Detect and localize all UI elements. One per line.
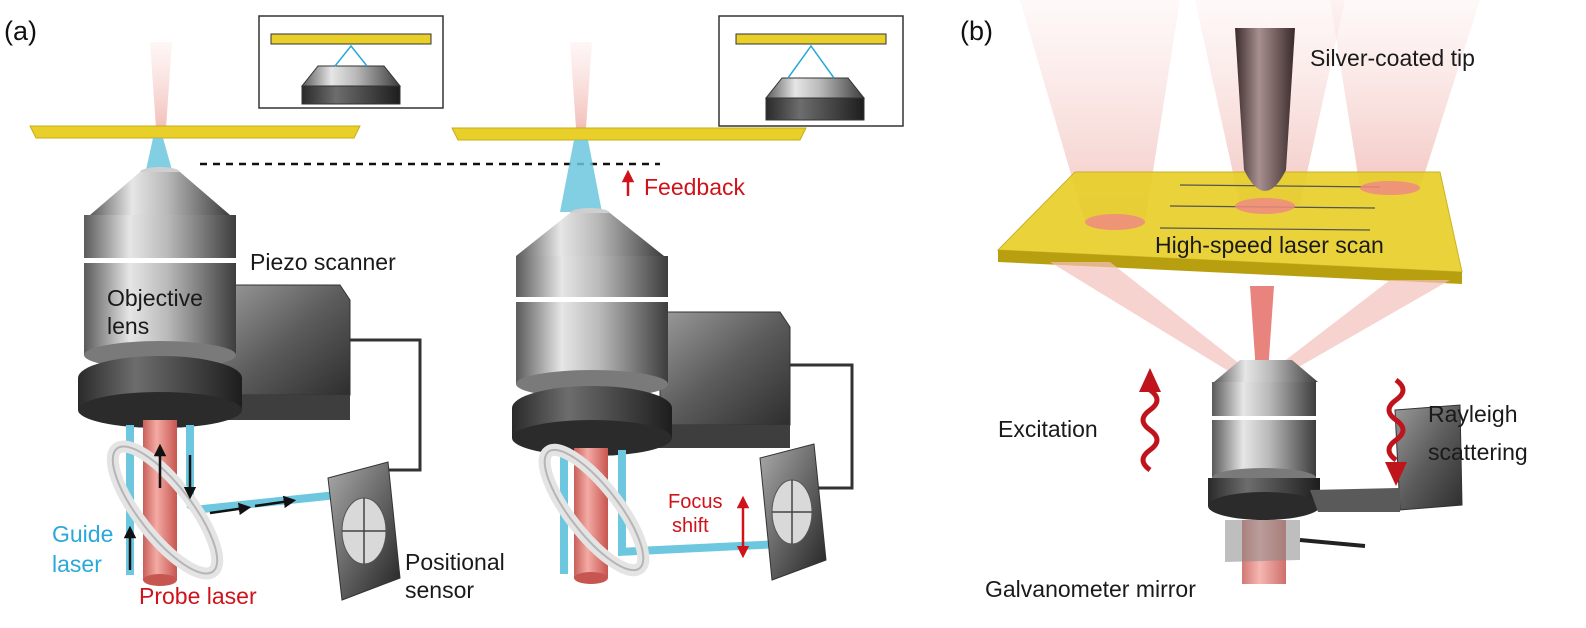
laser-spot-center (1235, 198, 1295, 214)
panel-label-a: (a) (4, 16, 37, 46)
label-guide-line1: Guide (52, 521, 113, 547)
label-high-speed-laser-scan: High-speed laser scan (1155, 232, 1384, 258)
objective-lens-left (78, 167, 242, 428)
laser-cone-left (150, 42, 172, 128)
label-probe-laser: Probe laser (139, 583, 257, 609)
laser-spot-left (1085, 214, 1145, 230)
label-objective-line1: Objective (107, 285, 203, 311)
label-excitation: Excitation (998, 416, 1098, 442)
light-cone-right (1330, 0, 1480, 188)
light-cone-left (1020, 0, 1180, 222)
label-feedback: Feedback (644, 174, 746, 200)
positional-sensor-right (759, 443, 827, 581)
panel-label-b: (b) (960, 16, 993, 46)
laser-cone-right (570, 42, 592, 128)
inset-right (718, 15, 904, 127)
label-positional-line2: sensor (405, 577, 474, 603)
positional-sensor-left (327, 461, 401, 601)
objective-lens-right (512, 208, 672, 456)
rayleigh-wave (1386, 377, 1406, 463)
sample-slide-right (451, 127, 807, 141)
excitation-wave (1140, 387, 1160, 473)
label-positional-line1: Positional (405, 549, 505, 575)
beam-right-lower (1270, 280, 1450, 372)
beam-paths-right (538, 443, 780, 584)
inset-left (258, 15, 444, 109)
rayleigh-arrowhead (1385, 462, 1407, 486)
label-rayleigh-line1: Rayleigh (1428, 401, 1518, 427)
guide-focus-left (146, 138, 172, 170)
objective-lens-b (1208, 360, 1463, 584)
beam-center-lower (1250, 286, 1274, 372)
label-silver-coated-tip: Silver-coated tip (1310, 45, 1475, 71)
label-galvanometer-mirror: Galvanometer mirror (985, 576, 1196, 602)
label-rayleigh-line2: scattering (1428, 439, 1528, 465)
sample-plate-edge (998, 250, 1462, 284)
silver-coated-tip (1235, 28, 1295, 191)
beam-left-lower (1050, 262, 1250, 372)
sample-slide-left (29, 125, 361, 139)
scan-line-3 (1159, 227, 1371, 231)
scan-line-1 (1179, 184, 1381, 188)
label-piezo-scanner: Piezo scanner (250, 249, 396, 275)
label-objective-line2: lens (107, 313, 149, 339)
label-guide-line2: laser (52, 551, 102, 577)
label-focus-line2: shift (672, 515, 709, 537)
label-focus-line1: Focus (668, 491, 722, 513)
guide-focus-right (560, 140, 602, 212)
excitation-arrowhead (1139, 368, 1161, 392)
laser-spot-right (1360, 181, 1420, 195)
beam-paths-left (106, 420, 360, 586)
